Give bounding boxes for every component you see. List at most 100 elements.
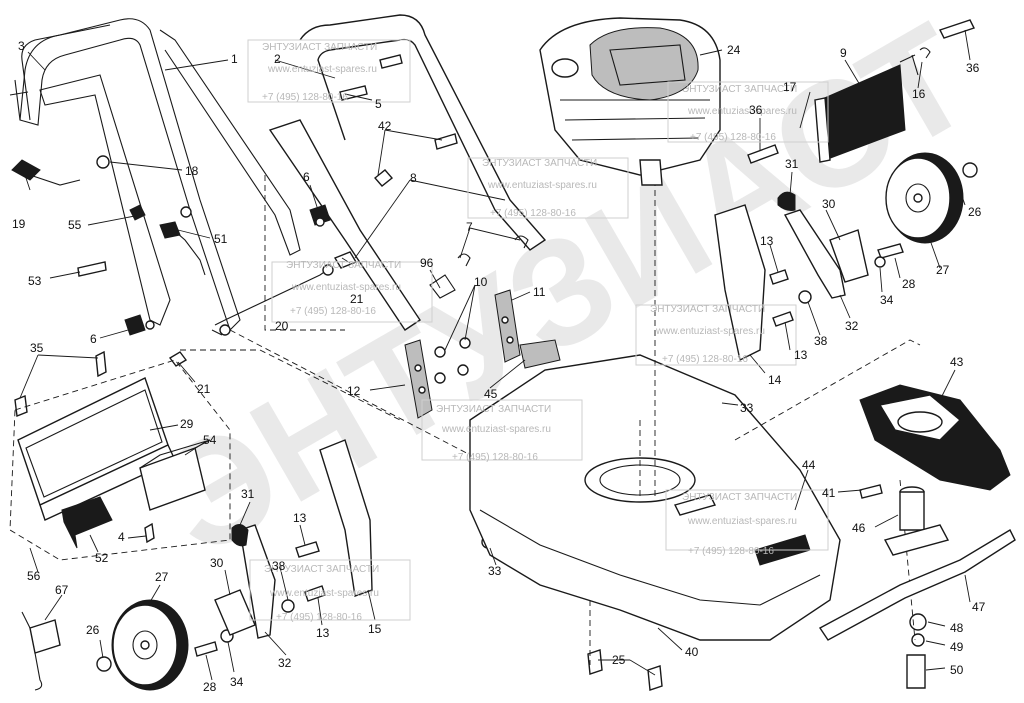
callout-label: 30 [210, 556, 224, 570]
callout-label: 17 [783, 80, 797, 94]
bolts [14, 19, 975, 691]
rear-wheel-right [885, 152, 964, 244]
svg-text:ЭНТУЗИАСТ ЗАПЧАСТИ: ЭНТУЗИАСТ ЗАПЧАСТИ [264, 564, 379, 575]
callout-label: 32 [278, 656, 292, 670]
callout-label: 34 [230, 675, 244, 689]
callout-label: 47 [972, 600, 986, 614]
watermark-box: ЭНТУЗИАСТ ЗАПЧАСТИ www.entuziast-spares.… [467, 157, 629, 219]
callout-label: 33 [488, 564, 502, 578]
svg-text:ЭНТУЗИАСТ ЗАПЧАСТИ: ЭНТУЗИАСТ ЗАПЧАСТИ [436, 404, 551, 415]
deck-dash [734, 339, 921, 441]
svg-text:www.entuziast-spares.ru: www.entuziast-spares.ru [487, 180, 597, 191]
battery-holder [139, 439, 211, 511]
svg-text:+7 (495) 128-80-16: +7 (495) 128-80-16 [290, 306, 376, 317]
callout-label: 18 [185, 164, 199, 178]
callout-label: 13 [293, 511, 307, 525]
battery [61, 496, 113, 549]
callout-label: 21 [197, 382, 211, 396]
svg-text:www.entuziast-spares.ru: www.entuziast-spares.ru [269, 588, 379, 599]
callout-label: 67 [55, 583, 69, 597]
control-rod [211, 267, 331, 336]
upper-handle [9, 18, 241, 332]
callout-labels: 1 2 3 4 5 6 6 7 8 9 10 11 12 13 13 13 13… [12, 39, 986, 694]
callout-label: 43 [950, 355, 964, 369]
leader-lines [19, 29, 971, 681]
callout-label: 11 [533, 285, 546, 299]
callout-label: 50 [950, 663, 964, 677]
callout-label: 5 [375, 97, 382, 111]
callout-label: 29 [180, 417, 194, 431]
callout-label: 45 [484, 387, 498, 401]
watermark-box: ЭНТУЗИАСТ ЗАПЧАСТИ www.entuziast-spares.… [421, 399, 583, 463]
handle-knob [309, 204, 331, 227]
callout-label: 1 [231, 52, 238, 66]
svg-text:ЭНТУЗИАСТ ЗАПЧАСТИ: ЭНТУЗИАСТ ЗАПЧАСТИ [682, 84, 797, 95]
callout-label: 38 [272, 559, 286, 573]
svg-text:www.entuziast-spares.ru: www.entuziast-spares.ru [291, 282, 401, 293]
svg-text:+7 (495) 128-80-16: +7 (495) 128-80-16 [490, 208, 576, 219]
callout-label: 56 [27, 569, 41, 583]
svg-text:+7 (495) 128-80-16: +7 (495) 128-80-16 [262, 92, 348, 103]
callout-label: 26 [86, 623, 100, 637]
watermark-box: ЭНТУЗИАСТ ЗАПЧАСТИ www.entuziast-spares.… [665, 489, 829, 557]
callout-label: 9 [840, 46, 847, 60]
watermark-box: ЭНТУЗИАСТ ЗАПЧАСТИ www.entuziast-spares.… [635, 304, 797, 366]
adjuster-grip [231, 524, 249, 547]
charger [21, 611, 61, 691]
svg-text:ЭНТУЗИАСТ ЗАПЧАСТИ: ЭНТУЗИАСТ ЗАПЧАСТИ [682, 492, 797, 503]
callout-label: 41 [822, 486, 836, 500]
callout-label: 21 [350, 292, 364, 306]
callout-label: 13 [794, 348, 808, 362]
callout-label: 40 [685, 645, 699, 659]
callout-label: 48 [950, 621, 964, 635]
callout-label: 33 [740, 401, 754, 415]
svg-text:+7 (495) 128-80-16: +7 (495) 128-80-16 [276, 612, 362, 623]
watermark-box: ЭНТУЗИАСТ ЗАПЧАСТИ www.entuziast-spares.… [667, 81, 829, 143]
svg-text:ЭНТУЗИАСТ ЗАПЧАСТИ: ЭНТУЗИАСТ ЗАПЧАСТИ [482, 158, 597, 169]
callout-label: 7 [466, 220, 473, 234]
svg-text:+7 (495) 128-80-16: +7 (495) 128-80-16 [690, 132, 776, 143]
callout-label: 53 [28, 274, 42, 288]
callout-label: 30 [822, 197, 836, 211]
callout-label: 24 [727, 43, 741, 57]
callout-label: 6 [90, 332, 97, 346]
handle-bracket [268, 14, 547, 331]
callout-label: 3 [18, 39, 25, 53]
adjuster-levers [214, 209, 869, 639]
callout-label: 38 [814, 334, 828, 348]
deck-plate [519, 339, 561, 369]
callout-label: 49 [950, 640, 964, 654]
callout-label: 44 [802, 458, 816, 472]
svg-text:www.entuziast-spares.ru: www.entuziast-spares.ru [267, 64, 377, 75]
svg-text:ЭНТУЗИАСТ ЗАПЧАСТИ: ЭНТУЗИАСТ ЗАПЧАСТИ [286, 260, 401, 271]
callout-label: 25 [612, 653, 626, 667]
callout-label: 96 [420, 256, 434, 270]
front-wheel-left [111, 599, 189, 691]
throttle-lever [11, 159, 41, 181]
blade [818, 529, 1016, 641]
svg-text:ЭНТУЗИАСТ ЗАПЧАСТИ: ЭНТУЗИАСТ ЗАПЧАСТИ [650, 304, 765, 315]
callout-label: 42 [378, 119, 392, 133]
rear-plate-left [404, 289, 521, 419]
callout-label: 8 [410, 171, 417, 185]
svg-text:www.entuziast-spares.ru: www.entuziast-spares.ru [687, 106, 797, 117]
callout-label: 28 [203, 680, 217, 694]
callout-label: 54 [203, 433, 217, 447]
svg-text:www.entuziast-spares.ru: www.entuziast-spares.ru [687, 516, 797, 527]
callout-label: 36 [749, 103, 763, 117]
callout-label: 35 [30, 341, 44, 355]
svg-text:+7 (495) 128-80-16: +7 (495) 128-80-16 [688, 546, 774, 557]
watermark-box: ЭНТУЗИАСТ ЗАПЧАСТИ www.entuziast-spares.… [249, 559, 411, 623]
baffle [859, 384, 1011, 491]
callout-label: 2 [274, 52, 281, 66]
blade-adapter [883, 486, 950, 556]
callout-label: 10 [474, 275, 488, 289]
grass-bag [17, 377, 176, 521]
watermark-box: ЭНТУЗИАСТ ЗАПЧАСТИ www.entuziast-spares.… [271, 260, 433, 323]
callout-label: 34 [880, 293, 894, 307]
callout-label: 55 [68, 218, 82, 232]
callout-label: 46 [852, 521, 866, 535]
callout-label: 13 [316, 626, 330, 640]
callout-label: 51 [214, 232, 228, 246]
